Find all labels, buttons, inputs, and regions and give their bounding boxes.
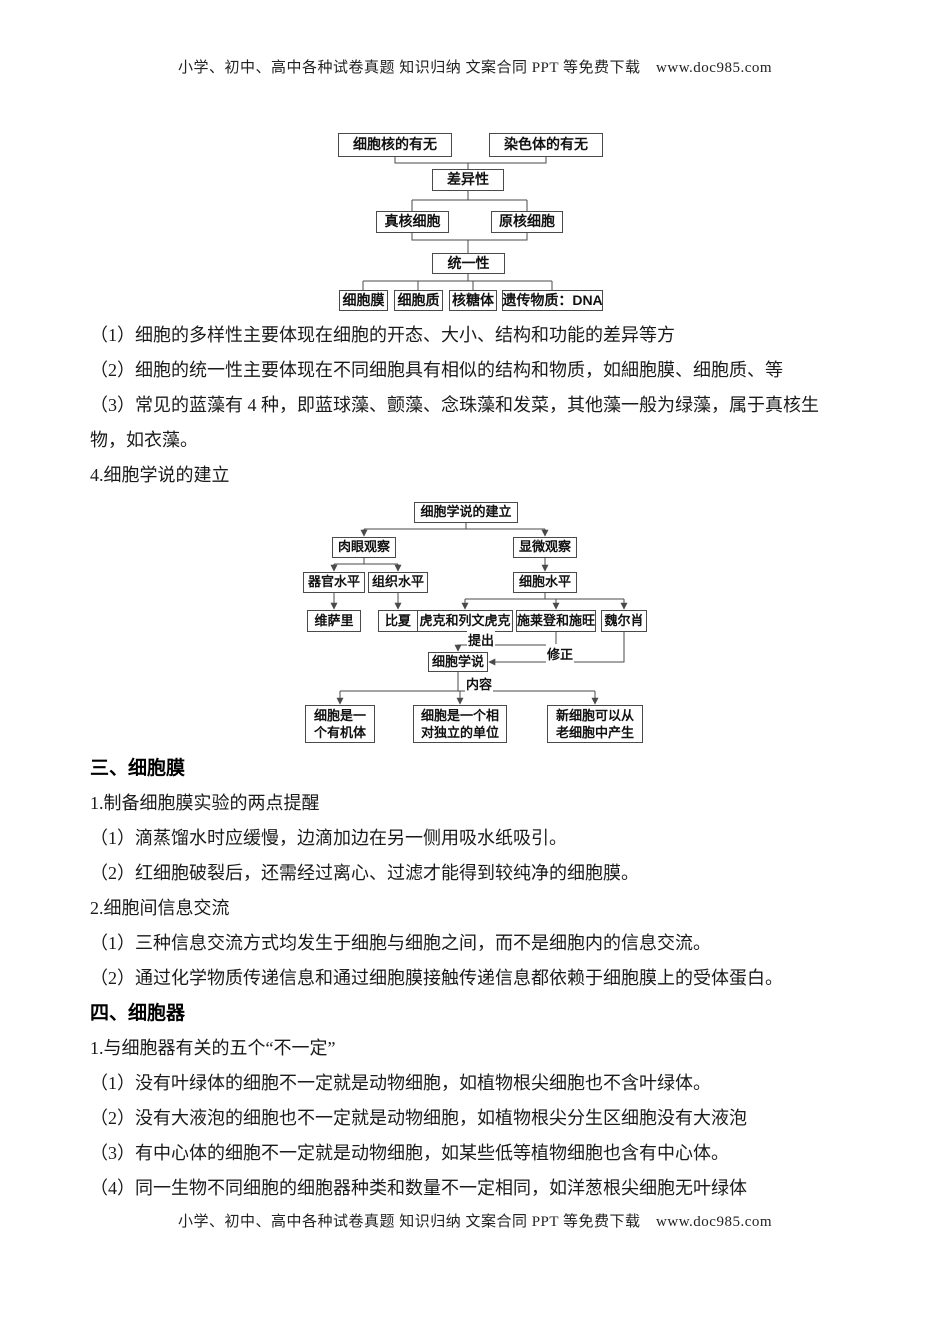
notes-sections: 三、细胞膜 1.制备细胞膜实验的两点提醒 （1）滴蒸馏水时应缓慢，边滴加边在另一… [90,751,882,1206]
flowchart2-box-hooke-leeuwenhoek: 虎克和列文虎克 [417,610,513,632]
flowchart-cell-theory: 细胞学说的建立 肉眼观察 显微观察 器官水平 组织水平 细胞水平 维萨里 比夏 … [290,498,660,748]
paragraph: （3）有中心体的细胞不一定就是动物细胞，如某些低等植物细胞也含有中心体。 [90,1143,729,1163]
flowchart2-box-tissue-level: 组织水平 [368,572,428,593]
flowchart2-box-content3: 新细胞可以从老细胞中产生 [547,705,643,743]
paragraph: 1.制备细胞膜实验的两点提醒 [90,793,320,813]
section-heading-membrane: 三、细胞膜 [90,758,186,779]
footer-note: 小学、初中、高中各种试卷真题 知识归纳 文案合同 PPT 等免费下载 www.d… [177,1214,773,1230]
paragraph: 物，如衣藻。 [90,430,198,450]
paragraph: （4）同一生物不同细胞的细胞器种类和数量不一定相同，如洋葱根尖细胞无叶绿体 [90,1178,747,1198]
paragraph: 4.细胞学说的建立 [90,465,230,485]
flowchart2-box-naked-eye: 肉眼观察 [332,537,396,558]
paragraph: 1.与细胞器有关的五个“不一定” [90,1038,336,1058]
flowchart2-box-content2: 细胞是一个相对独立的单位 [413,705,507,743]
flowchart1-box-cytoplasm: 细胞质 [394,290,443,311]
paragraph: （1）三种信息交流方式均发生于细胞与细胞之间，而不是细胞内的信息交流。 [90,933,711,953]
flowchart-diversity-unity: 细胞核的有无 染色体的有无 差异性 真核细胞 原核细胞 统一性 细胞膜 细胞质 … [320,128,660,318]
flowchart2-box-microscope: 显微观察 [513,537,577,558]
flowchart2-label-propose: 提出 [467,630,496,649]
flowchart1-box-ribosome: 核糖体 [449,290,497,311]
flowchart2-box-schleiden-schwann: 施莱登和施旺 [516,610,596,632]
flowchart1-connectors [362,157,553,290]
paragraph: （2）红细胞破裂后，还需经过离心、过滤才能得到较纯净的细胞膜。 [90,863,639,883]
paragraph: 2.细胞间信息交流 [90,898,230,918]
flowchart2-box-vesalius: 维萨里 [307,610,361,632]
paragraph: （2）通过化学物质传递信息和通过细胞膜接触传递信息都依赖于细胞膜上的受体蛋白。 [90,968,783,988]
flowchart2-box-cell-theory: 细胞学说 [428,652,488,672]
flowchart2-box-cell-level: 细胞水平 [513,572,577,593]
paragraph: （1）没有叶绿体的细胞不一定就是动物细胞，如植物根尖细胞也不含叶绿体。 [90,1073,711,1093]
section-heading-organelle: 四、细胞器 [90,1003,186,1024]
intro-paragraphs: （1）细胞的多样性主要体现在细胞的开态、大小、结构和功能的差异等方 （2）细胞的… [90,318,882,493]
flowchart2-box-title: 细胞学说的建立 [414,502,518,523]
flowchart2-box-organ-level: 器官水平 [303,572,365,593]
paragraph: （1）细胞的多样性主要体现在细胞的开态、大小、结构和功能的差异等方 [90,325,675,345]
flowchart1-box-membrane: 细胞膜 [339,290,388,311]
flowchart1-box-unity: 统一性 [432,253,505,274]
flowchart2-label-revise: 修正 [546,644,575,663]
flowchart1-box-eukaryote: 真核细胞 [376,211,449,233]
flowchart2-box-content1: 细胞是一个有机体 [305,705,375,743]
paragraph: （2）没有大液泡的细胞也不一定就是动物细胞，如植物根尖分生区细胞没有大液泡 [90,1108,747,1128]
flowchart1-box-chromosome: 染色体的有无 [489,133,603,157]
flowchart2-box-bichat: 比夏 [378,610,418,632]
header-note: 小学、初中、高中各种试卷真题 知识归纳 文案合同 PPT 等免费下载 www.d… [177,60,773,76]
flowchart1-box-prokaryote: 原核细胞 [491,211,563,233]
paragraph: （3）常见的蓝藻有 4 种，即蓝球藻、颤藻、念珠藻和发菜，其他藻一般为绿藻，属于… [90,395,819,415]
flowchart1-box-difference: 差异性 [432,169,504,191]
flowchart1-box-genetic-material: 遗传物质：DNA [502,290,603,311]
paragraph: （1）滴蒸馏水时应缓慢，边滴加边在另一侧用吸水纸吸引。 [90,828,567,848]
paragraph: （2）细胞的统一性主要体现在不同细胞具有相似的结构和物质，如細胞膜、细胞质、等 [90,360,783,380]
flowchart2-box-virchow: 魏尔肖 [601,610,647,632]
flowchart2-label-content: 内容 [465,674,494,693]
flowchart1-box-nucleus: 细胞核的有无 [338,133,452,157]
